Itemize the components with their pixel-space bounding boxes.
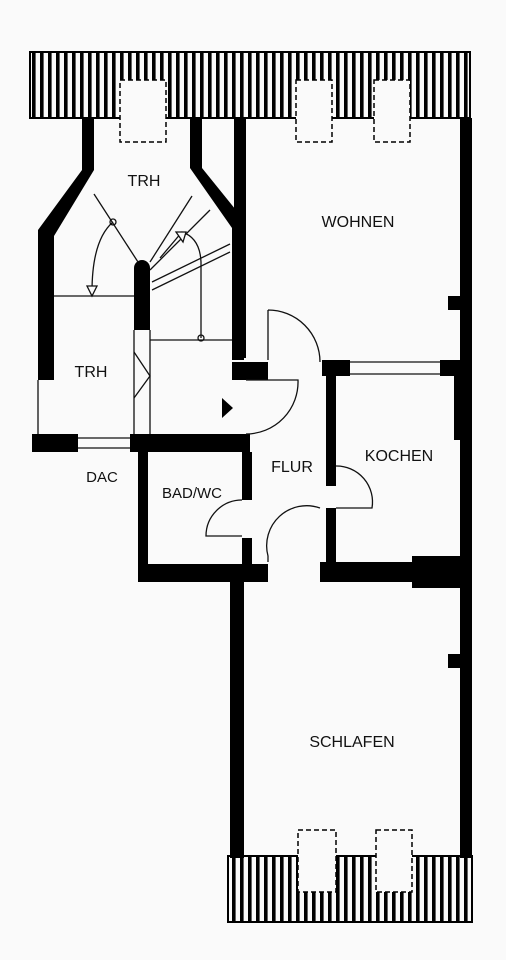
room-label-trh-top: TRH [128, 173, 161, 190]
skylight [297, 829, 337, 893]
kitchen-window [350, 361, 440, 375]
room-label-trh-left: TRH [75, 364, 108, 381]
entrance-arrow-icon [222, 398, 233, 418]
skylight [375, 829, 413, 893]
room-label-dac: DAC [86, 469, 118, 486]
room-label-kochen: KOCHEN [365, 448, 433, 465]
roof-band-bottom [227, 829, 473, 923]
skylight [373, 79, 411, 143]
door-swings [205, 309, 374, 562]
stair-arrow-heads [85, 231, 187, 298]
dac-window [78, 437, 130, 449]
room-label-bad-wc: BAD/WC [162, 485, 222, 502]
skylight [295, 79, 333, 143]
skylight [119, 79, 167, 143]
roof-band-top [29, 51, 471, 143]
room-label-wohnen: WOHNEN [322, 214, 395, 231]
room-label-flur: FLUR [271, 459, 313, 476]
stair-lines [37, 193, 232, 434]
walls [32, 118, 472, 858]
room-label-schlafen: SCHLAFEN [309, 734, 394, 751]
